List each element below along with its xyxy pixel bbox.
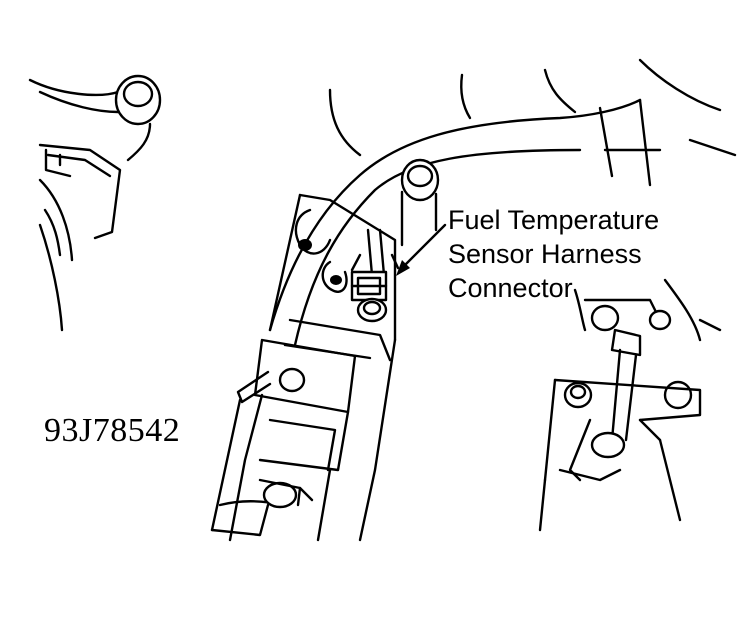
callout-line: Connector xyxy=(448,273,573,303)
callout-line: Sensor Harness xyxy=(448,239,642,269)
figure-id-label: 93J78542 xyxy=(44,412,181,449)
fuel-temperature-sensor-callout: Fuel Temperature Sensor Harness Connecto… xyxy=(448,203,659,305)
right-assembly xyxy=(538,278,722,532)
callout-line: Fuel Temperature xyxy=(448,205,660,235)
lower-block xyxy=(210,338,397,542)
callout-leader xyxy=(396,223,447,276)
left-assembly xyxy=(28,74,162,332)
pump-body xyxy=(268,158,440,362)
